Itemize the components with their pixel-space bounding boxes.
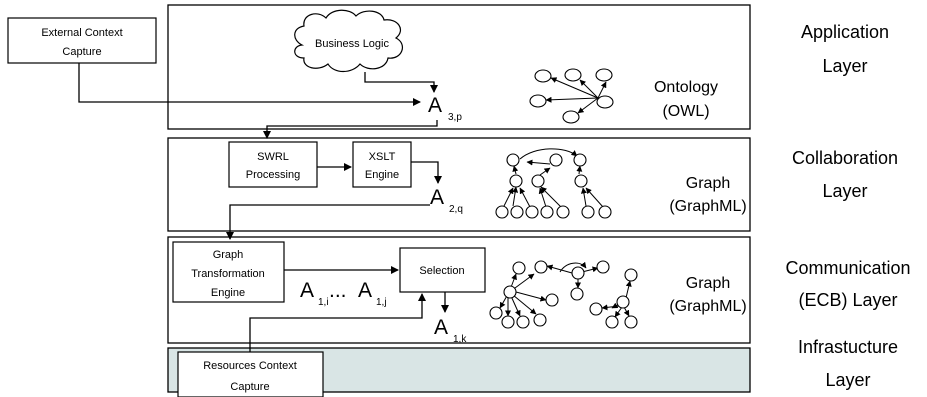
swrl-label-1: SWRL — [257, 151, 289, 163]
resources-context-capture-box — [177, 351, 324, 397]
a3p-to-swrl-arrow — [263, 120, 438, 139]
layer-subtitle-application: Layer — [822, 56, 867, 76]
external-context-arrow — [78, 63, 421, 106]
ontology-label: Ontology — [654, 79, 718, 96]
selection-label: Selection — [419, 265, 464, 277]
graph-transformation-label-1: Graph — [213, 249, 244, 261]
xslt-engine-box — [352, 141, 412, 188]
agent-a1k: A — [434, 316, 448, 339]
collaboration-graph-format-label: (GraphML) — [669, 198, 746, 215]
agent-a1i: A — [300, 279, 314, 302]
resources-to-selection-arrow — [249, 293, 426, 352]
resources-context-label-1: Resources Context — [203, 360, 297, 372]
business-logic-cloud — [294, 9, 404, 73]
resources-context-label-2: Capture — [230, 381, 269, 393]
application-layer-box — [167, 4, 751, 130]
swrl-processing-box — [228, 141, 318, 188]
xslt-label-2: Engine — [365, 169, 399, 181]
communication-graph-label: Graph — [686, 275, 730, 292]
xslt-label-1: XSLT — [369, 151, 396, 163]
business-logic-label: Business Logic — [315, 38, 389, 50]
layer-title-collaboration: Collaboration — [792, 148, 898, 168]
ontology-format-label: (OWL) — [662, 103, 709, 120]
xslt-to-a2q-arrow — [411, 161, 442, 184]
layer-subtitle-communication: (ECB) Layer — [798, 290, 897, 310]
collaboration-graph-label: Graph — [686, 175, 730, 192]
agent-a1j-subscript: 1,j — [376, 297, 387, 308]
agent-a1k-subscript: 1,k — [453, 334, 467, 345]
ontology-graph-icon — [529, 68, 614, 124]
external-context-label-1: External Context — [41, 27, 122, 39]
layer-subtitle-infrastructure: Layer — [825, 370, 870, 390]
layer-title-communication: Communication — [785, 258, 910, 278]
agent-a2q-subscript: 2,q — [449, 204, 463, 215]
swrl-label-2: Processing — [246, 169, 300, 181]
communication-graph-format-label: (GraphML) — [669, 298, 746, 315]
graph-transformation-label-3: Engine — [211, 287, 245, 299]
agent-ellipsis: ... — [329, 279, 347, 302]
selection-box — [399, 247, 486, 293]
external-context-capture-box — [7, 17, 157, 64]
business-logic-arrow — [364, 72, 438, 93]
layer-subtitle-collaboration: Layer — [822, 181, 867, 201]
agent-a1j: A — [358, 279, 372, 302]
graph-transformation-label-2: Transformation — [191, 268, 265, 280]
a2q-to-graph-transformation-arrow — [226, 204, 430, 240]
agent-a3p: A — [428, 94, 442, 117]
agent-a1i-subscript: 1,i — [318, 297, 329, 308]
communication-graph-icon — [489, 260, 638, 329]
layer-title-infrastructure: Infrastucture — [798, 337, 898, 357]
agent-a2q: A — [430, 186, 444, 209]
graph-transformation-engine-box — [172, 241, 285, 303]
layer-title-application: Application — [801, 22, 889, 42]
agent-a3p-subscript: 3,p — [448, 112, 462, 123]
external-context-label-2: Capture — [62, 46, 101, 58]
collaboration-graph-icon — [495, 148, 612, 219]
